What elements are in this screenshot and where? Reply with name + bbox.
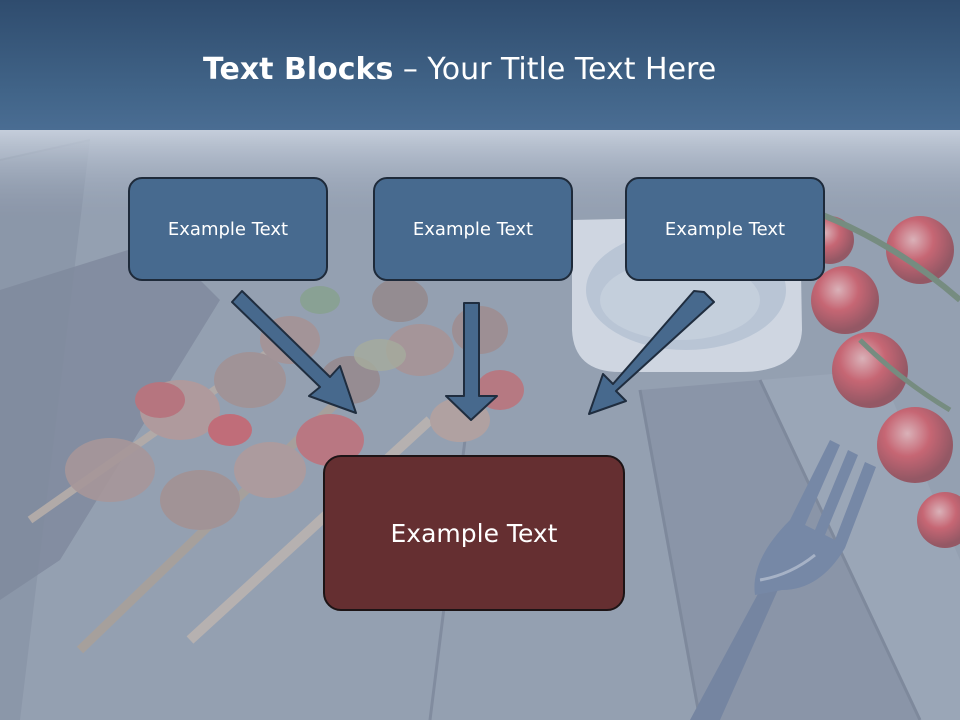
- arrow-right: [588, 290, 715, 415]
- result-block[interactable]: Example Text: [323, 455, 625, 611]
- text-block-1[interactable]: Example Text: [128, 177, 328, 281]
- arrow-center: [445, 302, 498, 421]
- title-bold: Text Blocks: [203, 52, 394, 87]
- text-block-3[interactable]: Example Text: [625, 177, 825, 281]
- title-dash: –: [402, 52, 418, 87]
- arrow-left: [231, 290, 357, 414]
- text-block-2[interactable]: Example Text: [373, 177, 573, 281]
- slide-title: Text Blocks – Your Title Text Here: [0, 52, 960, 100]
- title-rest: Your Title Text Here: [427, 52, 717, 87]
